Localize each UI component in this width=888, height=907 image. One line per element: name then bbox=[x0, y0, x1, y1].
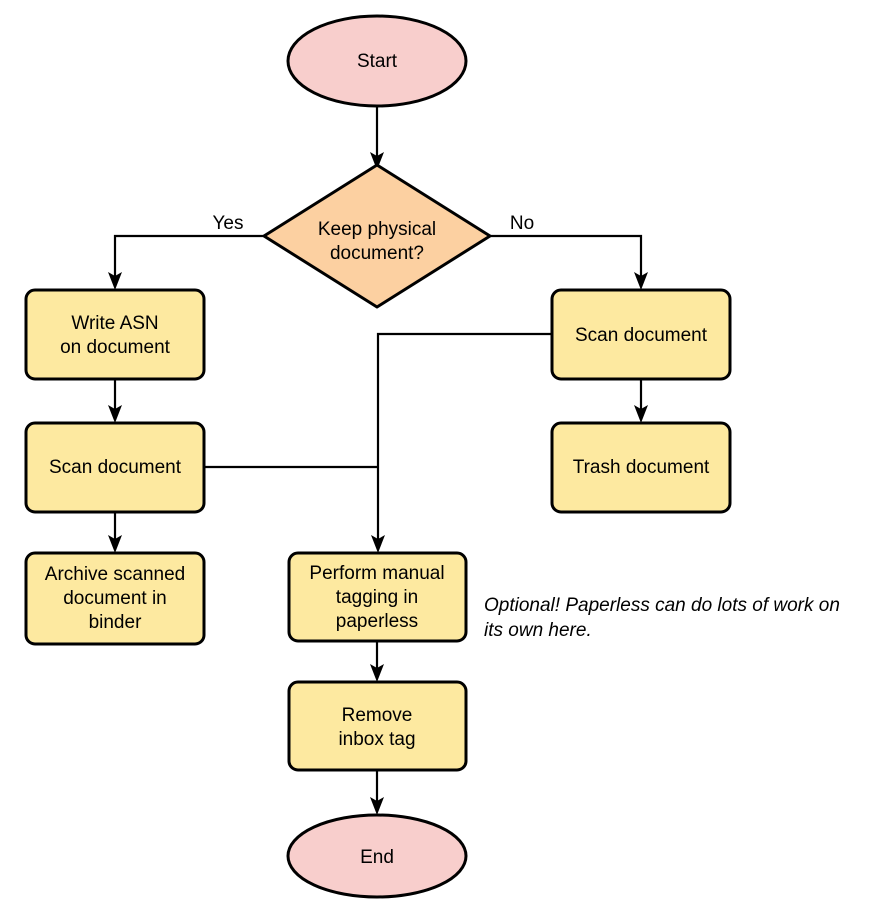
node-scan-document-left[interactable]: Scan document bbox=[24, 421, 206, 514]
edge-tagging-to-remove bbox=[370, 641, 384, 682]
node-keep-physical-document-label-line2: document? bbox=[330, 243, 424, 264]
node-trash-document[interactable]: Trash document bbox=[550, 421, 732, 514]
arrow-head-icon bbox=[108, 272, 122, 290]
node-manual-tagging[interactable]: Perform manual tagging in paperless bbox=[287, 551, 468, 643]
edge-decision-no bbox=[490, 234, 648, 290]
node-scan-document-right[interactable]: Scan document bbox=[550, 288, 732, 381]
node-archive-binder-label-line1: Archive scanned bbox=[45, 564, 185, 585]
node-scan-document-left-label: Scan document bbox=[49, 457, 182, 478]
node-remove-inbox-tag[interactable]: Remove inbox tag bbox=[287, 680, 468, 772]
edge-scanright-to-tagging bbox=[376, 332, 552, 541]
node-trash-document-label: Trash document bbox=[573, 457, 710, 478]
node-end-shape[interactable] bbox=[286, 813, 468, 899]
node-scan-document-left-shape[interactable] bbox=[24, 421, 206, 514]
edge-scanleft-to-tagging bbox=[204, 465, 385, 553]
node-keep-physical-document-shape[interactable] bbox=[262, 163, 492, 309]
arrow-head-icon bbox=[634, 272, 648, 290]
node-scan-document-right-shape[interactable] bbox=[550, 288, 732, 381]
node-manual-tagging-label-line3: paperless bbox=[336, 611, 418, 632]
node-archive-binder-label-line2: document in bbox=[63, 588, 167, 609]
edge-scanright-to-trash bbox=[634, 379, 648, 423]
node-end[interactable]: End bbox=[286, 813, 468, 899]
edge-label-yes: Yes bbox=[213, 213, 244, 234]
node-keep-physical-document[interactable]: Keep physical document? bbox=[262, 163, 492, 309]
annotation-optional-note-line1: Optional! Paperless can do lots of work … bbox=[484, 595, 840, 616]
node-remove-inbox-tag-shape[interactable] bbox=[287, 680, 468, 772]
arrow-head-icon bbox=[370, 152, 384, 170]
arrow-head-icon bbox=[108, 405, 122, 423]
annotation-optional-note: Optional! Paperless can do lots of work … bbox=[484, 595, 840, 641]
node-keep-physical-document-label-line1: Keep physical bbox=[318, 219, 436, 240]
edge-remove-to-end bbox=[370, 770, 384, 815]
annotation-optional-note-line2: its own here. bbox=[484, 620, 592, 641]
node-write-asn-label-line1: Write ASN bbox=[71, 313, 158, 334]
node-start[interactable]: Start bbox=[286, 14, 468, 108]
node-write-asn-label-line2: on document bbox=[60, 337, 171, 358]
node-manual-tagging-shape[interactable] bbox=[287, 551, 468, 643]
edge-start-to-decision bbox=[370, 106, 384, 170]
node-manual-tagging-label-line1: Perform manual bbox=[309, 563, 444, 584]
node-manual-tagging-label-line2: tagging in bbox=[336, 587, 418, 608]
node-end-label: End bbox=[360, 847, 394, 868]
node-start-shape[interactable] bbox=[286, 14, 468, 108]
node-remove-inbox-tag-label-line1: Remove bbox=[342, 705, 413, 726]
edge-decision-yes bbox=[108, 234, 264, 290]
node-start-label: Start bbox=[357, 51, 398, 72]
node-archive-binder-shape[interactable] bbox=[24, 551, 206, 646]
node-trash-document-shape[interactable] bbox=[550, 421, 732, 514]
node-write-asn-shape[interactable] bbox=[24, 288, 206, 381]
arrow-head-icon bbox=[634, 405, 648, 423]
arrow-head-icon bbox=[371, 535, 385, 553]
edge-label-no: No bbox=[510, 213, 534, 234]
node-archive-binder-label-line3: binder bbox=[89, 612, 142, 633]
node-scan-document-right-label: Scan document bbox=[575, 325, 708, 346]
arrow-head-icon bbox=[108, 535, 122, 553]
node-write-asn[interactable]: Write ASN on document bbox=[24, 288, 206, 381]
edge-scanleft-to-archive bbox=[108, 512, 122, 553]
node-archive-binder[interactable]: Archive scanned document in binder bbox=[24, 551, 206, 646]
arrow-head-icon bbox=[370, 797, 384, 815]
arrow-head-icon bbox=[370, 664, 384, 682]
node-remove-inbox-tag-label-line2: inbox tag bbox=[338, 729, 415, 750]
edge-asn-to-scan bbox=[108, 379, 122, 423]
